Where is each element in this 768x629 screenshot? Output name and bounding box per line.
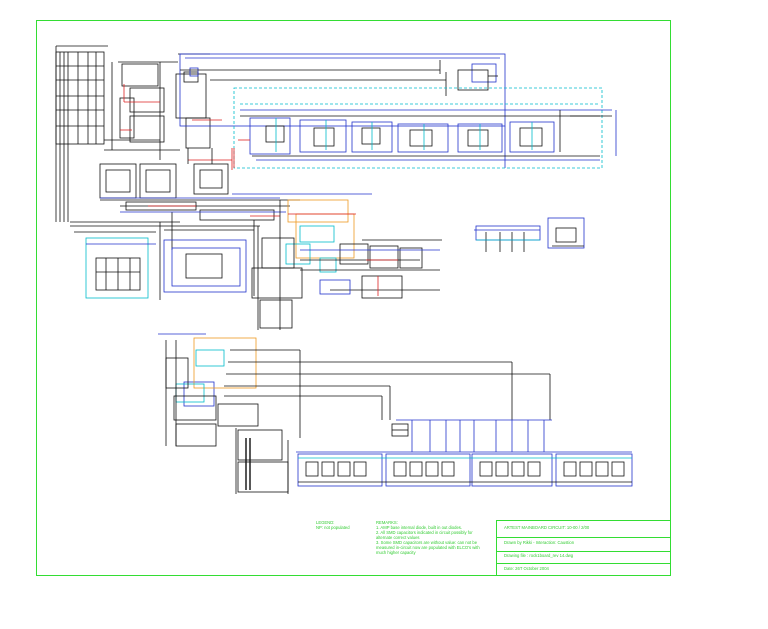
drawing-title: ARTEST MAINBOARD CIRCUIT: 10-00 / 2/00	[504, 525, 590, 530]
control-section	[251, 199, 442, 330]
output-transistor-bank	[297, 453, 633, 487]
drawing-border	[36, 20, 671, 576]
remarks-line: measured in-circuit now are populated wi…	[376, 545, 480, 550]
legend-title: LEGEND:	[316, 520, 335, 525]
drawing-file: Drawing file : rock1board_rev 14.dwg	[504, 553, 574, 558]
power-section-wiring	[55, 45, 506, 300]
remarks-line: 1. AMP base internal diode, built in out…	[376, 525, 463, 530]
title-block	[496, 520, 671, 576]
left-amplifier-block	[74, 220, 255, 299]
remarks-line: 3. Some SMD capacitors are without value…	[376, 540, 478, 545]
remarks-line: alternate correct values	[376, 535, 420, 540]
remarks-line: much higher capacity	[376, 550, 416, 555]
drawing-date: Date: 26T October 2004	[504, 566, 549, 571]
lower-section	[158, 333, 632, 494]
remarks-title: REMARKS:	[376, 520, 398, 525]
legend-text: NP: not populated	[316, 525, 350, 530]
remarks-line: 2. All SMD capacitors indicated in circu…	[376, 530, 473, 535]
upper-output-stage	[233, 87, 617, 169]
auxiliary-circuit	[474, 217, 585, 252]
drawn-by: Drawn by Rikki - Interaction: Caustion	[504, 540, 575, 545]
